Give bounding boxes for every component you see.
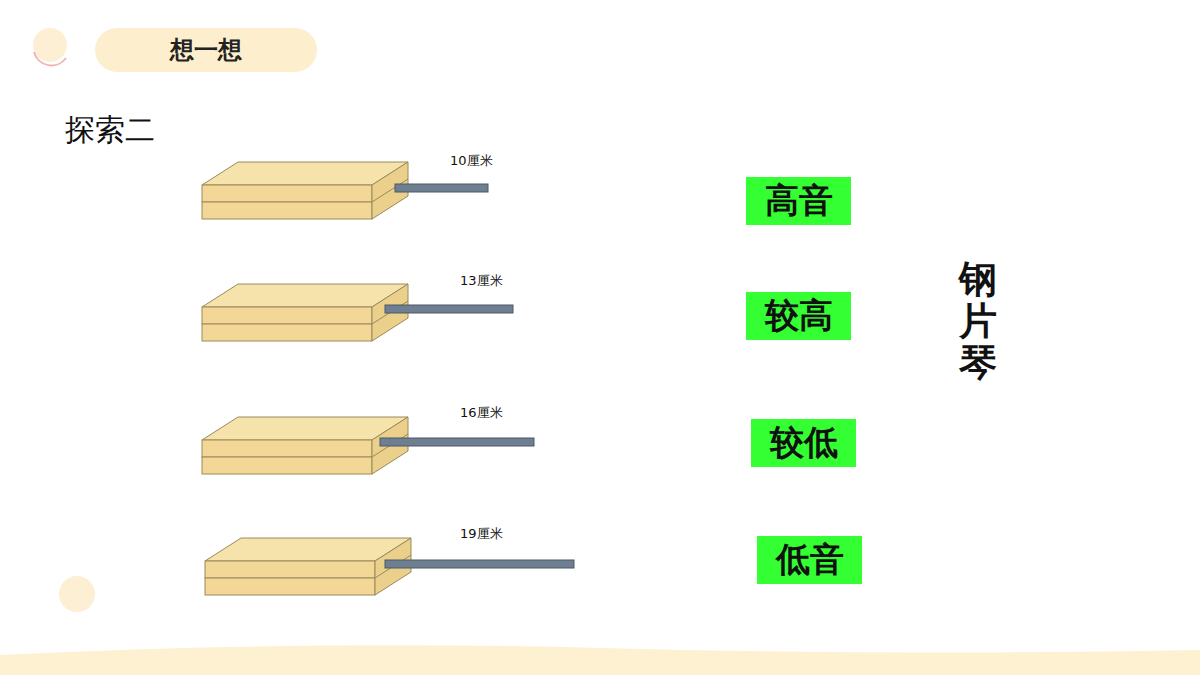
title-text: 想一想 bbox=[170, 34, 242, 66]
wood-block bbox=[202, 284, 513, 341]
dimension-label: 13厘米 bbox=[460, 272, 503, 290]
pitch-box: 较高 bbox=[746, 292, 851, 340]
bottom-band bbox=[0, 645, 1200, 675]
pitch-box: 高音 bbox=[746, 177, 851, 225]
wood-block bbox=[202, 162, 488, 219]
dimension-label: 19厘米 bbox=[460, 525, 503, 543]
wood-block bbox=[202, 417, 534, 474]
wood-block bbox=[205, 538, 574, 595]
pitch-text: 高音 bbox=[765, 178, 833, 224]
section-heading: 探索二 bbox=[65, 110, 155, 151]
pitch-box: 较低 bbox=[751, 419, 856, 467]
pitch-text: 低音 bbox=[776, 537, 844, 583]
dimension-label: 10厘米 bbox=[450, 152, 493, 170]
deco-arc bbox=[34, 52, 66, 65]
pitch-text: 较高 bbox=[765, 293, 833, 339]
title-pill: 想一想 bbox=[95, 28, 317, 72]
deco-circle bbox=[59, 576, 95, 612]
pitch-box: 低音 bbox=[757, 536, 862, 584]
pitch-text: 较低 bbox=[770, 420, 838, 466]
instrument-name: 钢片琴 bbox=[958, 258, 998, 384]
deco-circle bbox=[33, 28, 67, 62]
dimension-label: 16厘米 bbox=[460, 404, 503, 422]
